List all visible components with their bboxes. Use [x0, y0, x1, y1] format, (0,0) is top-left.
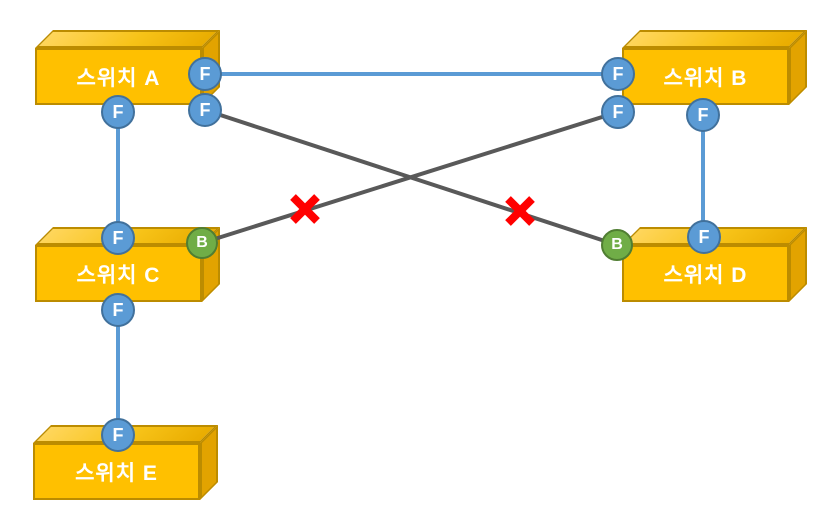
switch-label: 스위치 D [663, 263, 748, 287]
box-front-face: 스위치 B [622, 48, 789, 105]
link-switch-b-switch-c [201, 110, 619, 245]
switch-label: 스위치 C [76, 263, 161, 287]
port-c-blocking: B [186, 227, 218, 259]
switch-node-b: 스위치 B [622, 30, 807, 105]
port-d-blocking: B [601, 229, 633, 261]
port-c-top-forwarding: F [101, 221, 135, 255]
port-b-lower-forwarding: F [601, 95, 635, 129]
port-d-top-forwarding: F [687, 220, 721, 254]
port-b-bottom-forwarding: F [686, 98, 720, 132]
port-a-right-forwarding: F [188, 57, 222, 91]
port-a-lower-forwarding: F [188, 93, 222, 127]
switch-node-d: 스위치 D [622, 227, 807, 302]
box-front-face: 스위치 E [33, 443, 200, 500]
blocked-x-icon [505, 196, 535, 226]
switch-node-e: 스위치 E [33, 425, 218, 500]
port-b-left-forwarding: F [601, 57, 635, 91]
port-c-bottom-forwarding: F [101, 293, 135, 327]
port-a-bottom-forwarding: F [101, 95, 135, 129]
switch-label: 스위치 B [663, 66, 748, 90]
box-front-face: 스위치 D [622, 245, 789, 302]
blocked-x-icon [290, 194, 320, 224]
switch-label: 스위치 E [75, 461, 158, 485]
port-e-top-forwarding: F [101, 418, 135, 452]
switch-label: 스위치 A [76, 66, 161, 90]
